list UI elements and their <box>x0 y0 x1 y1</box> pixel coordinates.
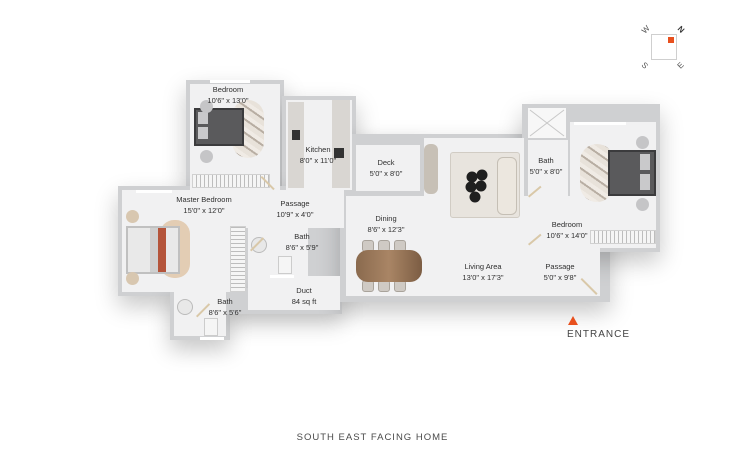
compass: W N S E <box>640 24 700 78</box>
window <box>270 275 294 278</box>
plan-caption: SOUTH EAST FACING HOME <box>296 432 449 443</box>
label-living-area: Living Area 13'0" x 17'3" <box>462 261 503 283</box>
sink <box>252 238 266 252</box>
room-passage-right <box>528 250 594 296</box>
kitchen-counter-left <box>288 102 304 188</box>
label-deck: Deck 5'0" x 8'0" <box>370 157 403 179</box>
coffee-table-icon <box>465 169 488 203</box>
nightstand <box>126 210 139 223</box>
shaft-cross-icon <box>529 109 565 137</box>
sofa-seat <box>497 157 517 215</box>
label-master-bedroom: Master Bedroom 15'0" x 12'0" <box>176 194 231 216</box>
room-size: 8'0" x 11'0" <box>299 156 337 165</box>
wardrobe <box>192 174 270 188</box>
room-size: 10'6" x 14'0" <box>546 231 588 240</box>
room-size: 8'6" x 12'3" <box>367 225 405 234</box>
sectional-sofa <box>450 152 520 218</box>
window <box>200 337 224 340</box>
room-name: Duct <box>296 286 312 295</box>
pillow <box>198 112 208 124</box>
sofa <box>424 144 438 194</box>
room-duct <box>248 276 340 310</box>
room-size: 15'0" x 12'0" <box>183 206 225 215</box>
bed-throw <box>158 228 166 272</box>
label-bedroom-right: Bedroom 10'6" x 14'0" <box>546 219 587 241</box>
pillow <box>640 174 650 190</box>
room-deck <box>356 145 420 191</box>
window <box>210 80 250 83</box>
room-size: 10'9" x 4'0" <box>276 210 314 219</box>
wardrobe <box>590 230 656 244</box>
bed-throw <box>150 228 158 272</box>
room-name: Bath <box>217 297 233 306</box>
room-passage-left <box>232 190 344 228</box>
window <box>574 122 626 125</box>
room-name: Deck <box>377 158 395 167</box>
label-passage-right: Passage 5'0" x 9'8" <box>544 261 577 283</box>
nightstand <box>636 198 649 211</box>
dining-table <box>356 250 422 282</box>
wardrobe <box>230 226 246 292</box>
stove-icon <box>292 130 300 140</box>
label-bath-bottom: Bath 8'6" x 5'6" <box>209 296 242 318</box>
label-duct: Duct 84 sq ft <box>292 285 317 307</box>
label-bedroom-top: Bedroom 10'6" x 13'0" <box>207 84 248 106</box>
label-dining: Dining 8'6" x 12'3" <box>368 213 405 235</box>
bed <box>194 108 244 146</box>
room-name: Bath <box>294 232 310 241</box>
bed <box>608 150 656 196</box>
room-name: Passage <box>280 199 310 208</box>
room-size: 8'6" x 5'6" <box>208 308 242 317</box>
pillow <box>198 127 208 139</box>
window <box>136 190 172 193</box>
room-size: 8'6" x 5'9" <box>285 243 319 252</box>
room-size: 84 sq ft <box>291 297 317 306</box>
sink <box>178 300 192 314</box>
room-name: Bedroom <box>212 85 244 94</box>
room-size: 10'6" x 13'0" <box>207 96 249 105</box>
room-name: Passage <box>545 262 575 271</box>
floor-plan: Bedroom 10'6" x 13'0" Kitchen 8'0" x 11'… <box>118 80 660 340</box>
label-bath-middle: Bath 8'6" x 5'9" <box>286 231 319 253</box>
label-kitchen: Kitchen 8'0" x 11'0" <box>300 144 336 166</box>
entrance-label: ENTRANCE <box>567 329 631 340</box>
nightstand <box>126 272 139 285</box>
compass-marker <box>668 37 674 43</box>
room-size: 5'0" x 9'8" <box>543 273 577 282</box>
room-name: Bedroom <box>551 220 583 229</box>
toilet <box>278 256 292 274</box>
room-size: 13'0" x 17'3" <box>462 273 504 282</box>
room-name: Master Bedroom <box>176 195 232 204</box>
kitchen-counter-right <box>332 100 350 188</box>
label-bath-right: Bath 5'0" x 8'0" <box>530 155 563 177</box>
label-passage-left: Passage 10'9" x 4'0" <box>277 198 314 220</box>
room-name: Living Area <box>464 262 502 271</box>
entrance-marker-icon <box>568 316 578 325</box>
room-size: 5'0" x 8'0" <box>369 169 403 178</box>
toilet <box>204 318 218 336</box>
room-size: 5'0" x 8'0" <box>529 167 563 176</box>
nightstand <box>200 100 213 113</box>
room-name: Kitchen <box>305 145 331 154</box>
nightstand <box>636 136 649 149</box>
bed <box>126 226 180 274</box>
room-name: Dining <box>375 214 397 223</box>
room-name: Bath <box>538 156 554 165</box>
pillow <box>640 154 650 170</box>
nightstand <box>200 150 213 163</box>
stove-icon <box>334 148 344 158</box>
